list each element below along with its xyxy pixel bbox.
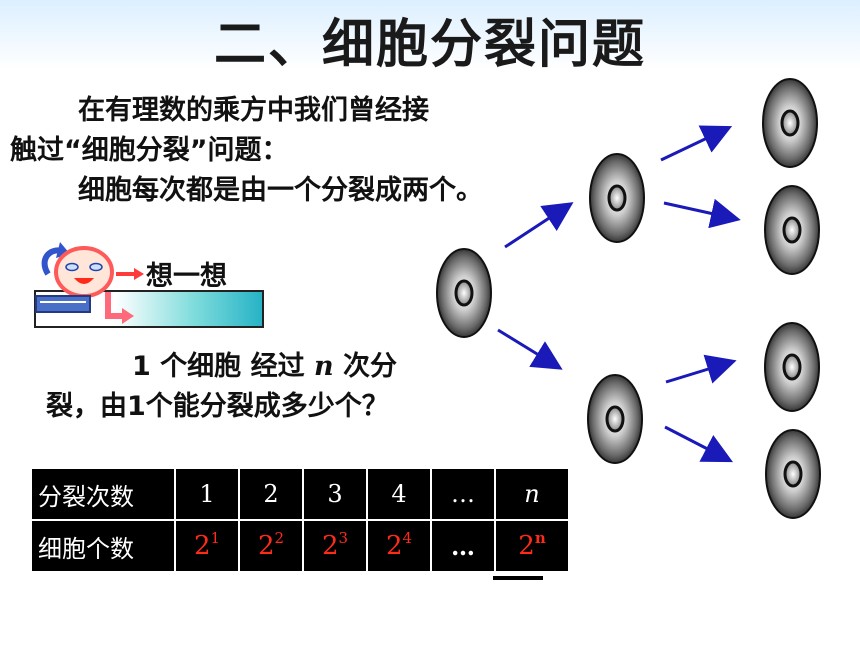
row-header-divisions: 分裂次数 bbox=[30, 467, 176, 521]
power-cell-dots: … bbox=[430, 519, 496, 573]
cell-icon bbox=[764, 185, 820, 275]
arrow-icon bbox=[663, 198, 741, 229]
question-line-2: 裂，由1个能分裂成多少个？ bbox=[46, 391, 389, 422]
smiley-face-icon bbox=[35, 242, 144, 324]
arrow-icon bbox=[497, 328, 563, 370]
power-cell: 21 bbox=[174, 519, 240, 573]
cell-icon bbox=[436, 248, 492, 338]
power-cell: 24 bbox=[366, 519, 432, 573]
power-cell: 23 bbox=[302, 519, 368, 573]
intro-line-1: 在有理数的乘方中我们曾经接 bbox=[78, 95, 429, 126]
answer-underline bbox=[493, 576, 543, 580]
table-row: 细胞个数 21 22 23 24 … 2n bbox=[30, 519, 570, 573]
cell-icon bbox=[765, 429, 821, 519]
cell-icon bbox=[764, 322, 820, 412]
count-cell: 1 bbox=[174, 467, 240, 521]
table-row: 分裂次数 1 2 3 4 … n bbox=[30, 467, 570, 521]
count-cell: 3 bbox=[302, 467, 368, 521]
intro-line-2: 触过“细胞分裂”问题： bbox=[10, 135, 289, 166]
arrow-icon bbox=[665, 354, 737, 384]
division-table: 分裂次数 1 2 3 4 … n 细胞个数 21 22 23 24 … 2n bbox=[30, 467, 570, 573]
cell-icon bbox=[587, 374, 643, 464]
count-cell: … bbox=[430, 467, 496, 521]
question-line-1: 1 个细胞 经过 n 次分 bbox=[132, 351, 398, 382]
think-label: 想一想 bbox=[146, 261, 227, 292]
count-cell: 4 bbox=[366, 467, 432, 521]
power-cell: 22 bbox=[238, 519, 304, 573]
cell-icon bbox=[762, 78, 818, 168]
count-cell-n: n bbox=[494, 467, 570, 521]
power-cell-n: 2n bbox=[494, 519, 570, 573]
arrow-icon bbox=[504, 202, 574, 249]
page-title: 二、细胞分裂问题 bbox=[213, 15, 646, 75]
count-cell: 2 bbox=[238, 467, 304, 521]
arrow-icon bbox=[660, 125, 733, 162]
row-header-cells: 细胞个数 bbox=[30, 519, 176, 573]
intro-line-3: 细胞每次都是由一个分裂成两个。 bbox=[78, 175, 483, 206]
arrow-icon bbox=[664, 425, 733, 463]
cell-icon bbox=[589, 153, 645, 243]
